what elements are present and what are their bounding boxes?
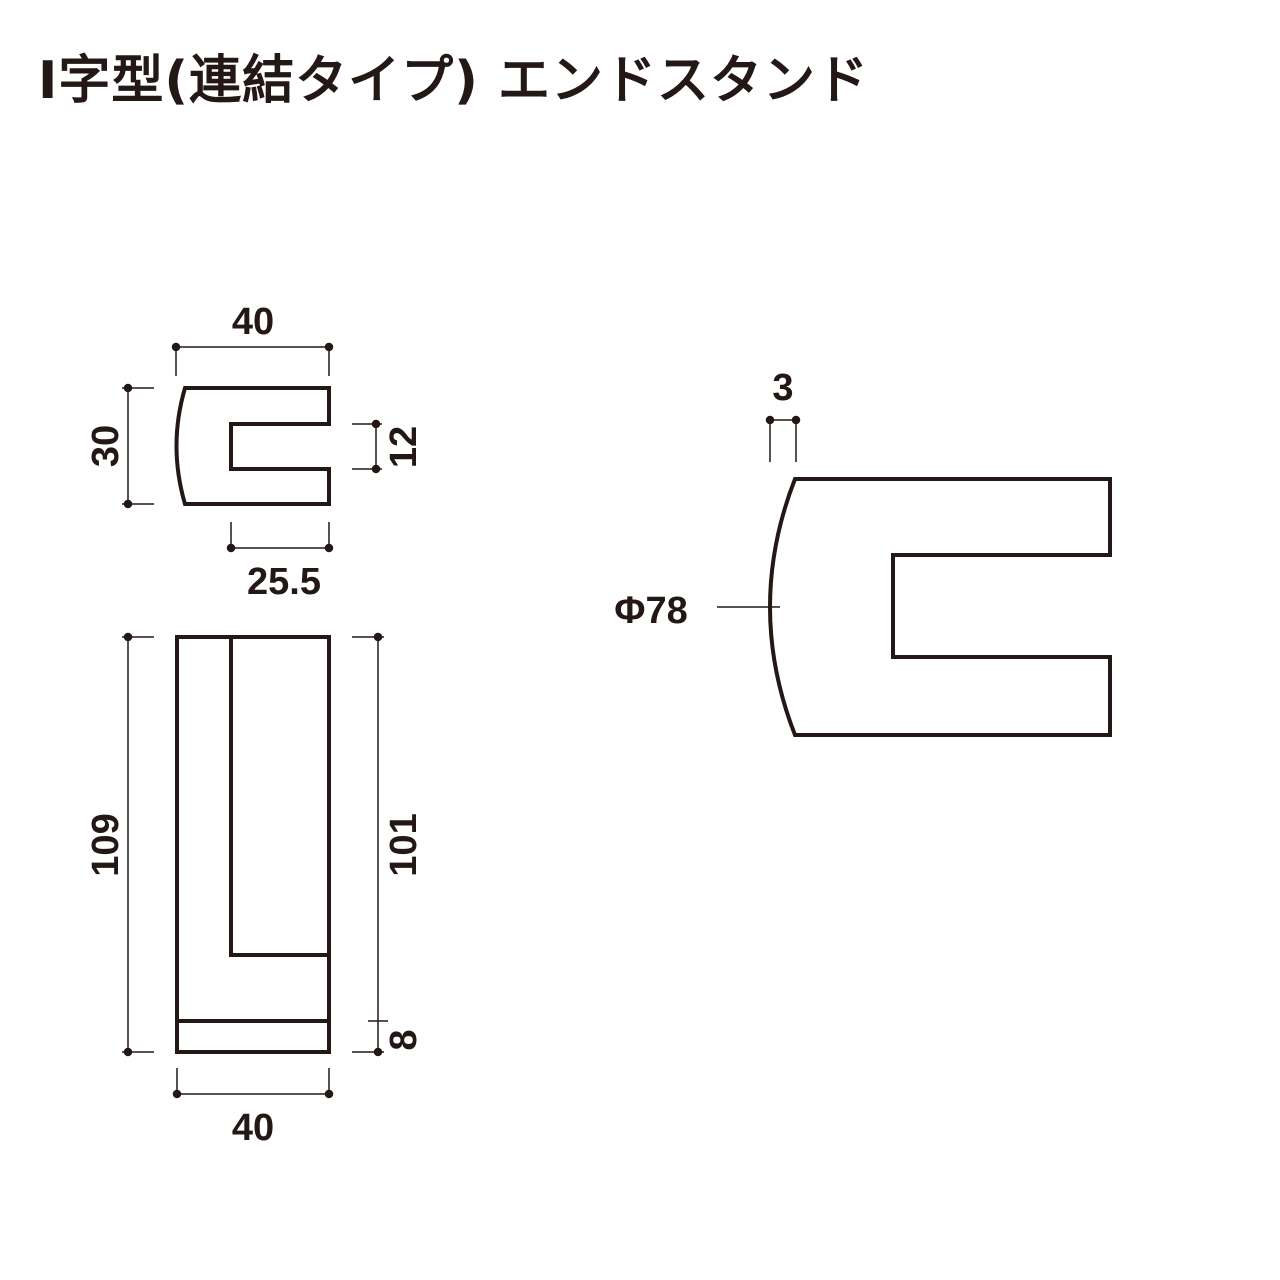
slot-height-label: 12 (383, 426, 425, 468)
top-view-dimensions (122, 342, 382, 553)
top-view-shape (174, 386, 331, 506)
side-view-shape (768, 477, 1112, 737)
total-height-label: 109 (85, 813, 127, 876)
front-view-dimensions (122, 632, 388, 1099)
front-view-shape (175, 635, 331, 1054)
slot-depth-label: 25.5 (247, 561, 321, 603)
top-width-label: 40 (232, 301, 274, 343)
bottom-width-label: 40 (232, 1107, 274, 1149)
top-height-label: 30 (85, 425, 127, 467)
side-view-dimensions (717, 415, 801, 608)
diameter-label: Φ78 (614, 590, 687, 632)
page-title: I字型(連結タイプ) エンドスタンド (38, 51, 869, 111)
thickness-label: 3 (772, 367, 793, 409)
inner-height-label: 101 (383, 813, 425, 876)
base-height-label: 8 (383, 1029, 425, 1050)
